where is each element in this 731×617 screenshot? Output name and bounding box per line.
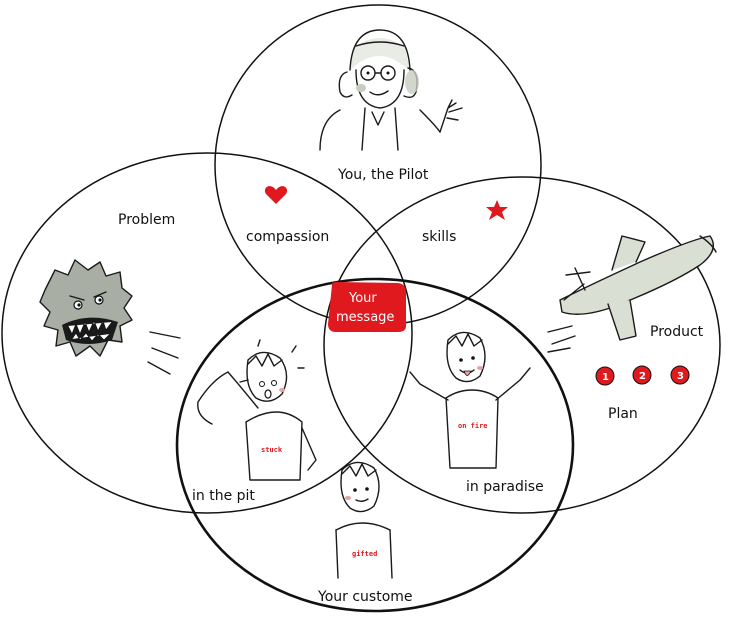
circle-problem (1, 152, 413, 514)
pit-label: in the pit (192, 488, 255, 504)
plan-label: Plan (608, 406, 638, 422)
customer-figure: gifted (335, 461, 393, 579)
plan-step-3: 3 (670, 365, 690, 385)
problem-label: Problem (118, 212, 175, 228)
svg-text:1: 1 (602, 372, 609, 383)
product-label: Product (650, 324, 704, 340)
plan-step-2: 2 (632, 365, 652, 385)
skills-label: skills (422, 229, 456, 245)
message-badge: Your message (328, 282, 406, 332)
shirt-stuck: stuck (261, 446, 283, 454)
compassion-label: compassion (246, 229, 329, 245)
circle-customer (175, 277, 575, 613)
paradise-label: in paradise (466, 479, 544, 495)
stuck-person-figure: stuck (197, 339, 317, 481)
monster-figure (39, 259, 181, 375)
star-icon (486, 200, 508, 220)
svg-text:3: 3 (677, 371, 684, 382)
shirt-on-fire: on fire (458, 422, 488, 430)
happy-person-figure: on fire (409, 331, 531, 469)
customer-label: Your custome (317, 589, 413, 605)
pilot-figure (319, 29, 463, 151)
circle-product (323, 176, 721, 514)
plan-steps: 1 2 3 (595, 365, 690, 386)
plane-figure (547, 235, 717, 353)
heart-icon (264, 186, 288, 204)
message-line1: Your (348, 291, 377, 306)
message-line2: message (336, 310, 394, 325)
plan-step-1: 1 (595, 366, 615, 386)
svg-text:2: 2 (639, 371, 646, 382)
pilot-label: You, the Pilot (337, 167, 429, 183)
shirt-gifted: gifted (352, 550, 377, 558)
